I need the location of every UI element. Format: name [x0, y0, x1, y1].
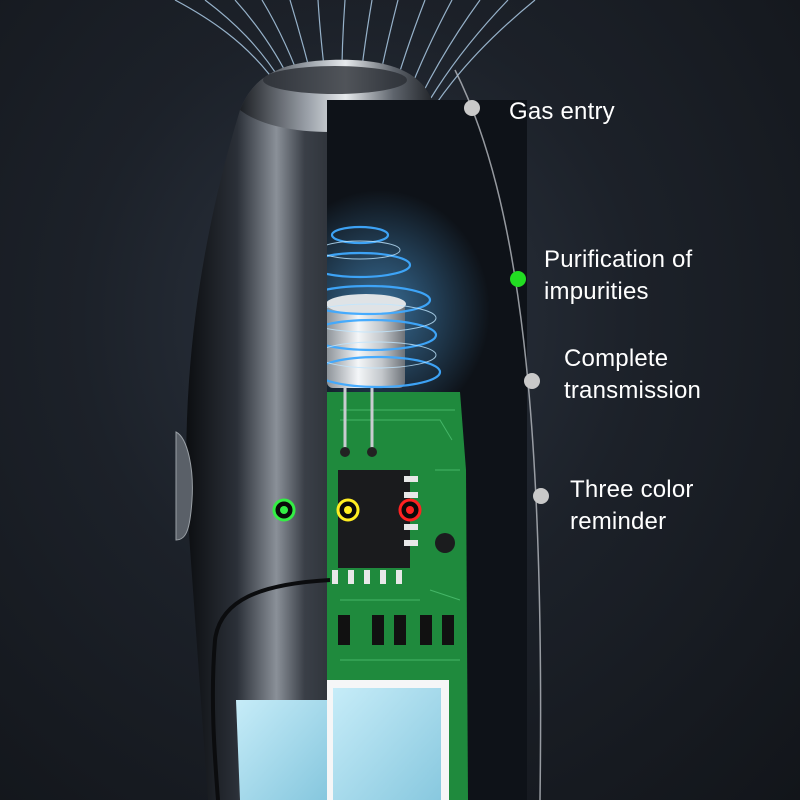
callout-dot-transmission — [524, 373, 540, 389]
label-line: Purification of — [544, 246, 693, 273]
label-line: Three color — [570, 476, 694, 503]
cutaway-interior — [327, 100, 527, 800]
label-line: impurities — [544, 278, 649, 305]
label-purification: Purification of impurities — [544, 244, 692, 308]
label-transmission: Complete transmission — [564, 343, 701, 407]
led-core-red — [406, 506, 414, 514]
led-core-green — [280, 506, 288, 514]
callout-dots — [464, 100, 549, 504]
callout-dot-gas-entry — [464, 100, 480, 116]
label-three-color: Three color reminder — [570, 474, 694, 538]
callout-dot-purification — [510, 271, 526, 287]
label-gas-entry: Gas entry — [509, 96, 615, 128]
label-line: transmission — [564, 377, 702, 404]
label-line: Gas entry — [509, 98, 615, 125]
led-core-yellow — [344, 506, 352, 514]
callout-dot-three-color — [533, 488, 549, 504]
side-button — [175, 431, 193, 541]
callout-arc — [454, 69, 542, 800]
label-line: reminder — [570, 508, 667, 535]
display-window — [236, 700, 327, 800]
label-line: Complete — [564, 345, 669, 372]
indicator-leds — [272, 498, 422, 522]
purification-swirl — [327, 225, 442, 389]
cable — [210, 578, 331, 800]
